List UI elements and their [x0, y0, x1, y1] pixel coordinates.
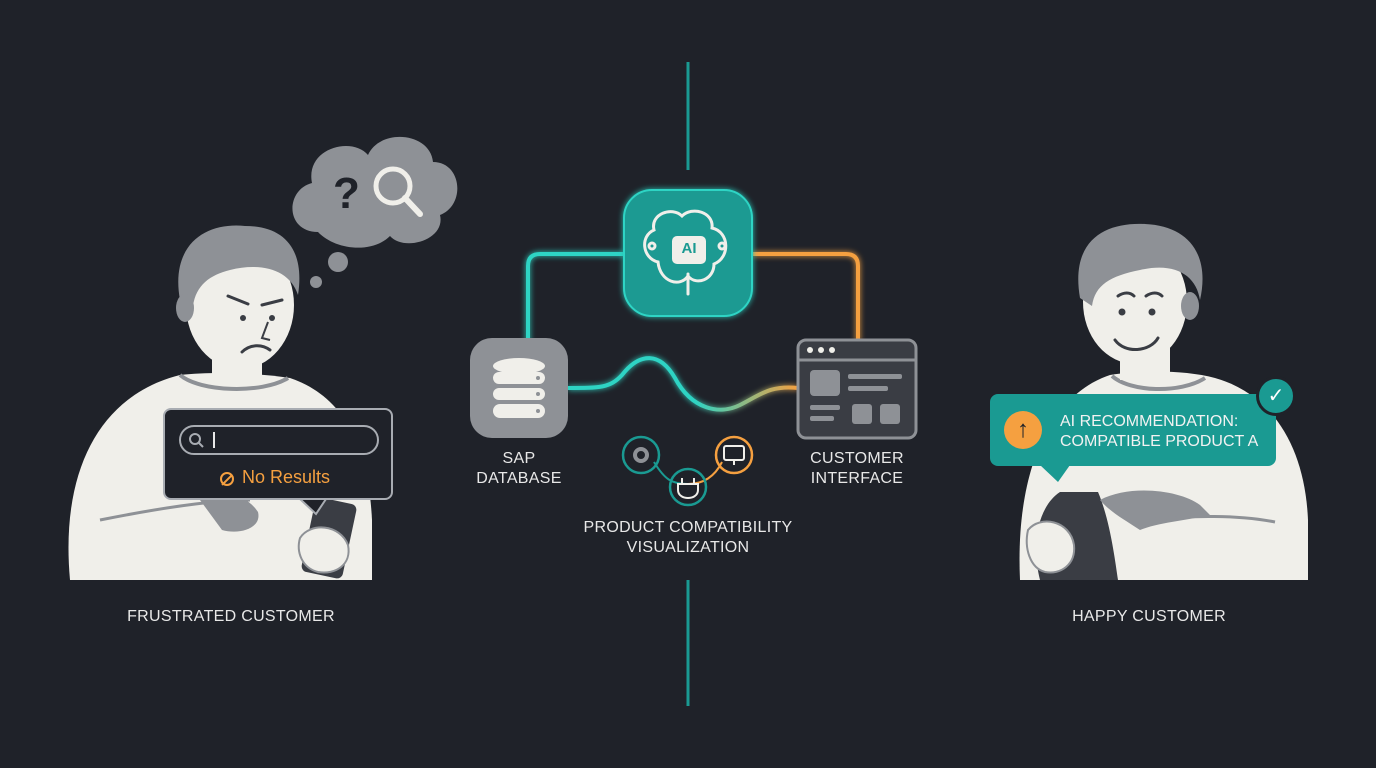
ai-recommendation-card: ↑ AI RECOMMENDATION: COMPATIBLE PRODUCT … — [990, 394, 1276, 466]
ai-hub — [623, 189, 753, 317]
ban-icon — [220, 472, 234, 486]
frustrated-customer-caption: FRUSTRATED CUSTOMER — [127, 608, 335, 625]
gear-icon — [621, 435, 661, 475]
monitor-icon — [714, 435, 754, 475]
ai-badge: AI — [681, 240, 697, 257]
compatibility-caption: PRODUCT COMPATIBILITY VISUALIZATION — [583, 519, 793, 556]
search-input[interactable] — [179, 425, 379, 455]
reco-bubble-tail — [1040, 465, 1070, 482]
compatibility-icons — [621, 435, 754, 507]
connection-lines — [526, 252, 860, 412]
customer-interface-label: CUSTOMER INTERFACE — [810, 450, 904, 487]
question-mark-icon: ? — [333, 169, 360, 218]
database-node — [470, 338, 568, 438]
database-icon — [493, 358, 545, 418]
checkmark-icon: ✓ — [1256, 376, 1296, 416]
happy-customer-caption: HAPPY CUSTOMER — [1072, 608, 1226, 625]
search-icon — [189, 433, 204, 448]
magnifier-icon — [373, 166, 423, 217]
no-results-status: No Results — [220, 467, 330, 488]
plug-icon — [668, 467, 708, 507]
recommendation-text: AI RECOMMENDATION: COMPATIBLE PRODUCT A — [1060, 413, 1259, 450]
compatibility-wave — [567, 356, 799, 412]
brain-circuit-icon — [643, 209, 728, 296]
search-results-card: No Results — [163, 408, 393, 500]
arrow-up-icon: ↑ — [1004, 411, 1042, 449]
sap-database-label: SAP DATABASE — [476, 450, 562, 487]
thought-bubble: ? — [292, 136, 458, 288]
no-results-label: No Results — [242, 467, 331, 487]
browser-window-icon — [796, 338, 918, 440]
frustrated-customer-figure: ? — [68, 136, 458, 580]
text-caret — [213, 432, 215, 448]
